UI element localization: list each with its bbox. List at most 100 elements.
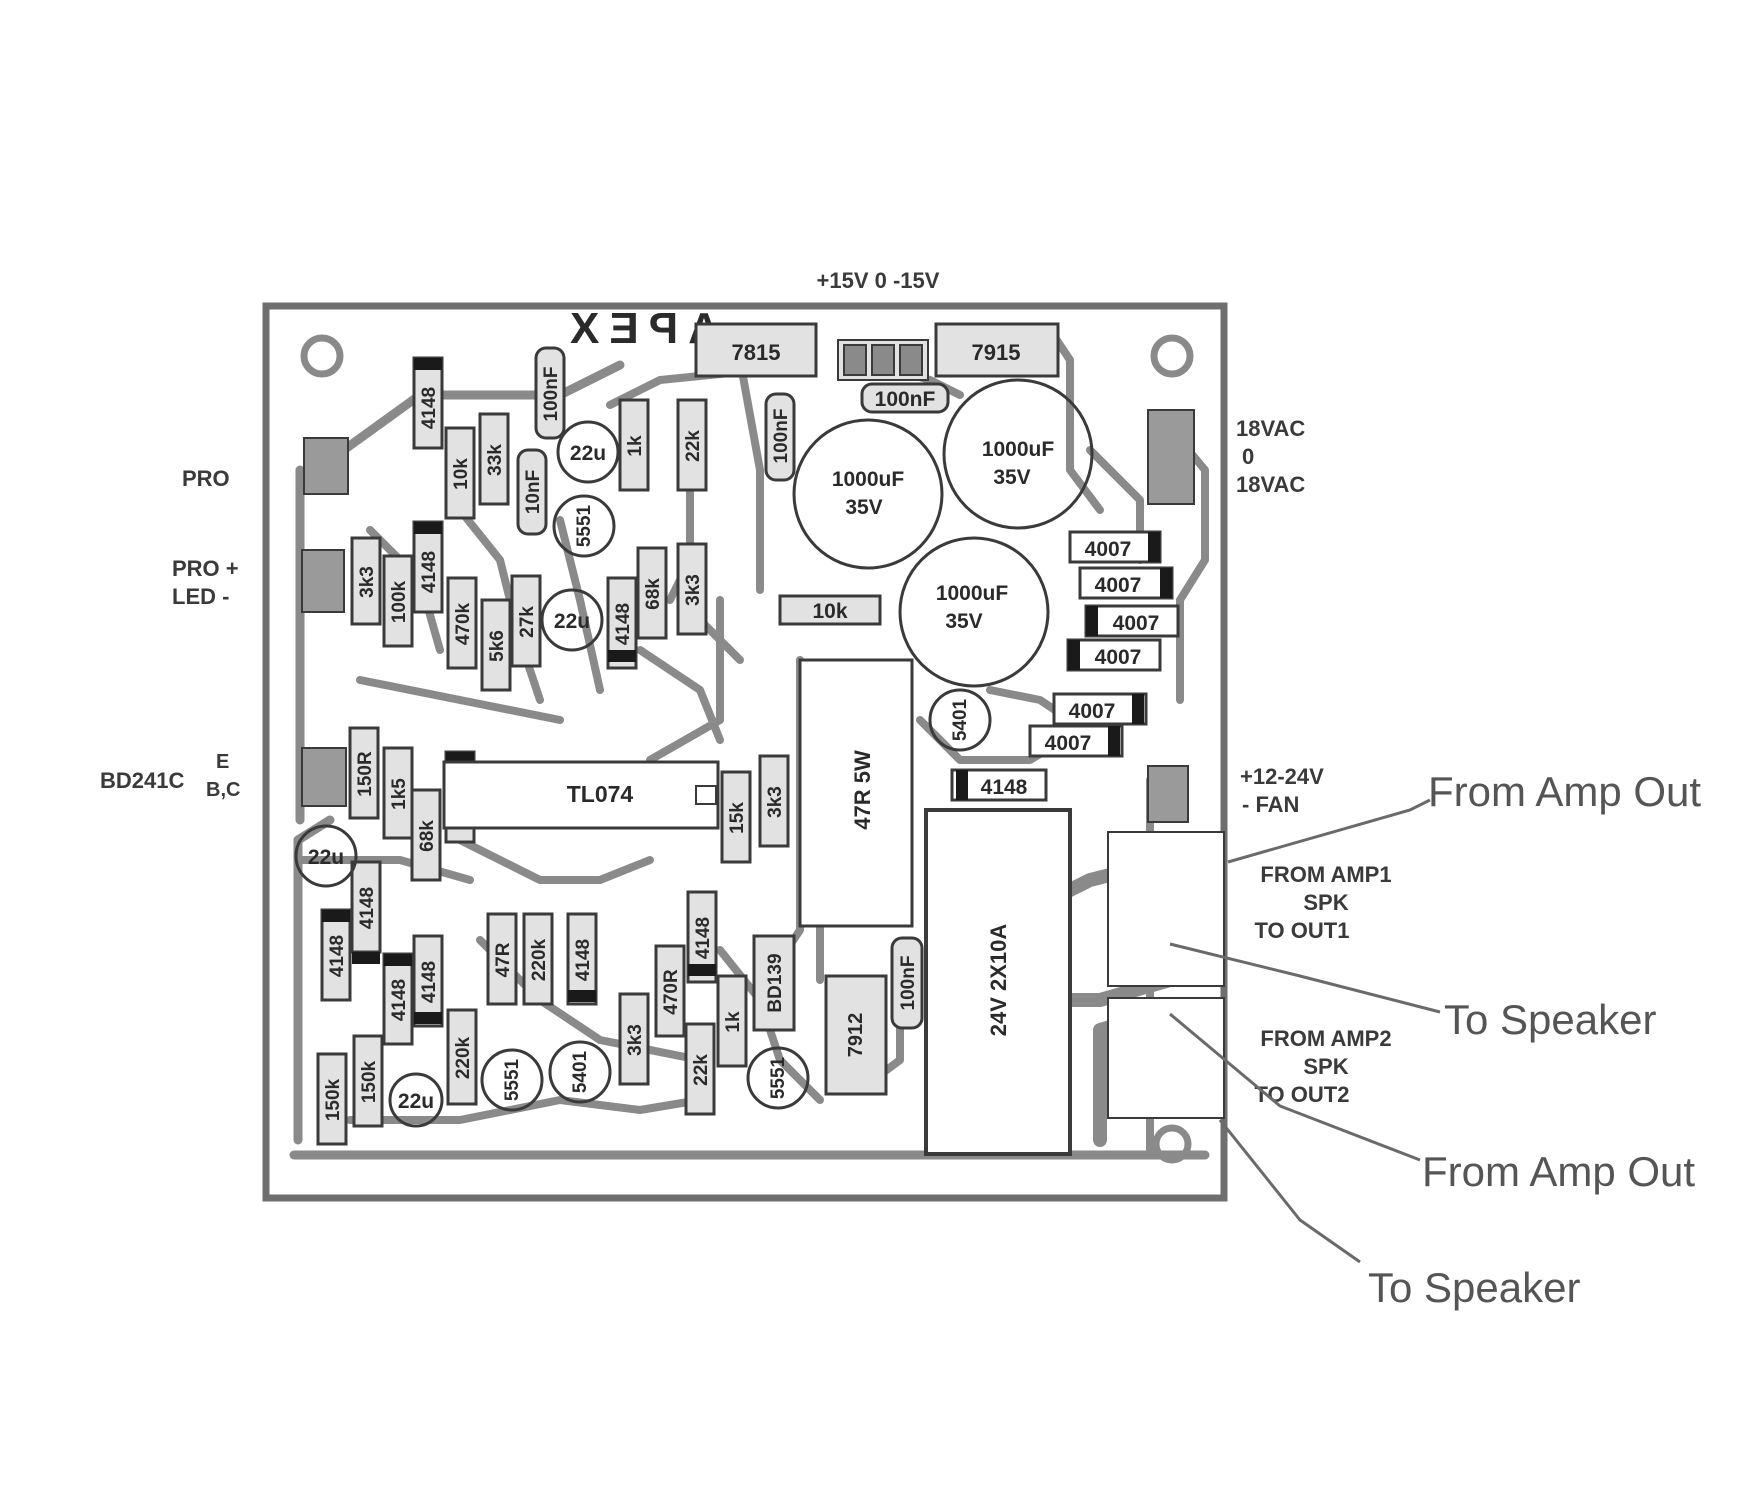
pin-bc-label: B,C — [206, 779, 240, 801]
resistor-27k: 27k — [510, 574, 542, 668]
amp1-label-2: SPK — [1303, 890, 1348, 915]
svg-text:1000uF: 1000uF — [832, 468, 905, 491]
vac-label-1: 18VAC — [1236, 416, 1305, 441]
svg-text:4007: 4007 — [1095, 646, 1142, 669]
diode-4007-f: 4007 — [1028, 724, 1124, 758]
resistor-68k: 68k — [636, 546, 668, 640]
annotation-leaders — [1169, 798, 1441, 1264]
svg-text:4148: 4148 — [327, 935, 348, 977]
transistor-5551-c: 5551 — [480, 1048, 544, 1112]
resistor-100k: 100k — [382, 554, 414, 648]
svg-text:220k: 220k — [529, 938, 550, 981]
fan-connector — [1147, 765, 1189, 823]
svg-text:22k: 22k — [691, 1054, 712, 1086]
diode-4007-d: 4007 — [1066, 638, 1162, 672]
cap-22u-c: 22u — [294, 824, 358, 888]
svg-text:22u: 22u — [554, 610, 590, 633]
cap-22u-d: 22u — [388, 1072, 444, 1128]
transistor-bd139: BD139 — [752, 934, 796, 1032]
svg-text:22u: 22u — [570, 442, 606, 465]
pin-e-label: E — [216, 751, 229, 773]
diode-4148-f: 4148 — [320, 908, 352, 1002]
svg-text:220k: 220k — [453, 1036, 474, 1079]
svg-text:4148: 4148 — [357, 887, 378, 929]
to-speaker-2: To Speaker — [1368, 1264, 1580, 1311]
fan-label-1: +12-24V — [1240, 764, 1324, 789]
svg-text:22u: 22u — [398, 1090, 434, 1113]
svg-text:3k3: 3k3 — [683, 574, 704, 606]
svg-text:68k: 68k — [643, 578, 664, 610]
cap-22u-b: 22u — [540, 588, 604, 652]
cap-100nf-top: 100nF — [860, 382, 950, 414]
svg-text:4148: 4148 — [693, 917, 714, 959]
cap-1000uf-b: 1000uF 35V — [942, 378, 1094, 530]
svg-text:68k: 68k — [417, 820, 438, 852]
regulator-7912: 7912 — [824, 974, 888, 1096]
from-amp-out-1: From Amp Out — [1428, 768, 1701, 815]
resistor-150k-b: 150k — [352, 1034, 384, 1128]
resistor-22k-a: 22k — [676, 398, 708, 492]
svg-text:35V: 35V — [945, 610, 982, 633]
svg-text:150k: 150k — [323, 1078, 344, 1121]
pro-led-label-2: LED - — [172, 584, 229, 609]
power-header — [837, 339, 929, 381]
svg-text:24V 2X10A: 24V 2X10A — [986, 924, 1011, 1037]
resistor-150k-a: 150k — [316, 1052, 348, 1146]
diode-4148-k: 4148 — [686, 890, 718, 984]
svg-text:7815: 7815 — [732, 340, 781, 365]
resistor-470k: 470k — [446, 576, 478, 670]
svg-text:33k: 33k — [485, 444, 506, 476]
diode-4007-c: 4007 — [1084, 604, 1180, 638]
amp1-label-3: TO OUT1 — [1255, 918, 1350, 943]
resistor-150r: 150R — [348, 726, 380, 820]
diode-4148-a: 4148 — [412, 356, 444, 450]
pro-connector — [303, 437, 349, 495]
regulator-7815: 7815 — [694, 322, 818, 378]
diode-4148-i: 4148 — [412, 934, 444, 1028]
resistor-47r-5w: 47R 5W — [798, 658, 914, 928]
resistor-22k-b: 22k — [684, 1022, 716, 1116]
transistor-5551-b: 5551 — [746, 1046, 810, 1110]
svg-text:1k5: 1k5 — [389, 778, 410, 810]
svg-text:4148: 4148 — [419, 387, 440, 429]
power-rails-label: +15V 0 -15V — [817, 268, 940, 293]
vac-label-0: 0 — [1242, 444, 1254, 469]
resistor-220k-b: 220k — [446, 1008, 478, 1106]
svg-text:1k: 1k — [625, 435, 646, 457]
resistor-220k-a: 220k — [522, 912, 554, 1006]
svg-text:100k: 100k — [389, 580, 410, 623]
svg-text:1000uF: 1000uF — [936, 582, 1009, 605]
svg-text:150R: 150R — [355, 751, 376, 797]
svg-text:22u: 22u — [308, 846, 344, 869]
svg-text:4007: 4007 — [1069, 700, 1116, 723]
svg-text:5551: 5551 — [768, 1056, 789, 1099]
diode-4148-h: 4148 — [382, 952, 414, 1046]
to-speaker-1: To Speaker — [1444, 996, 1656, 1043]
small-radials: 22u 5551 22u 22u 22u 5551 5401 5551 — [294, 420, 810, 1128]
svg-text:22k: 22k — [683, 430, 704, 462]
resistor-47r: 47R — [486, 912, 518, 1006]
pro-led-connector — [301, 549, 345, 613]
svg-text:7912: 7912 — [845, 1013, 867, 1058]
svg-text:100nF: 100nF — [771, 409, 792, 464]
cap-1000uf-a: 1000uF 35V — [792, 418, 944, 570]
relay-24v: 24V 2X10A — [924, 808, 1072, 1156]
amp2-label-2: SPK — [1303, 1054, 1348, 1079]
vac-connector — [1147, 409, 1195, 505]
diode-4007-e: 4007 — [1052, 692, 1148, 726]
from-amp-out-2: From Amp Out — [1422, 1148, 1695, 1195]
resistor-10k-a: 10k — [444, 426, 476, 520]
svg-text:BD139: BD139 — [765, 953, 786, 1012]
svg-text:4148: 4148 — [419, 961, 440, 1003]
resistor-3k3-d: 3k3 — [618, 992, 650, 1086]
ic-tl074: TL074 — [442, 760, 720, 830]
svg-text:3k3: 3k3 — [625, 1024, 646, 1056]
resistor-3k3-c: 3k3 — [758, 754, 790, 848]
diode-4007-a: 4007 — [1068, 530, 1162, 564]
svg-text:4007: 4007 — [1095, 574, 1142, 597]
svg-text:4148: 4148 — [981, 776, 1028, 799]
regulator-7915: 7915 — [934, 322, 1060, 378]
horizontal-components: 10k 4007 4007 4007 4007 4007 4007 4148 T… — [442, 530, 1180, 830]
board-logo: APEX — [560, 304, 720, 353]
svg-text:35V: 35V — [993, 466, 1030, 489]
